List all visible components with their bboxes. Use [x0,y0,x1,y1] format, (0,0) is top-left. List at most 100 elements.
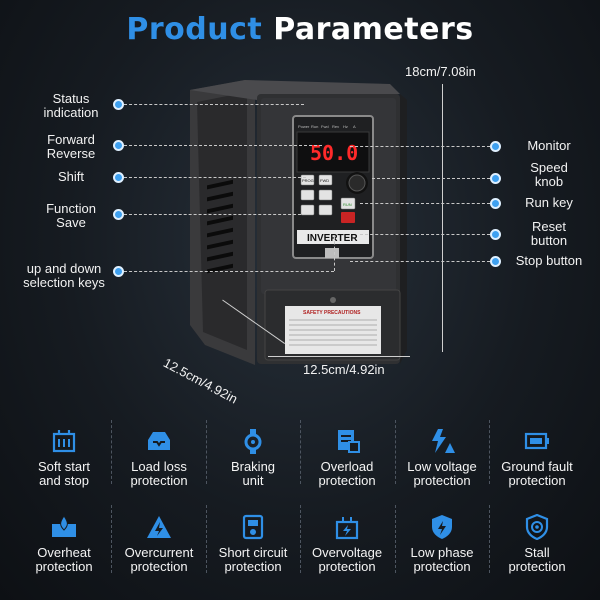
callout-dot [113,266,124,277]
label-line: up and down [26,261,102,276]
title-accent: Product [126,12,263,47]
ground-fault-icon [524,432,549,450]
feature-text: Overheat protection [17,546,111,574]
soft-start-icon [52,430,76,453]
callout-dot [490,198,501,209]
callout-leader [124,104,304,105]
feature-divider [395,420,396,484]
feature-divider [111,420,112,484]
label-line: knob [534,174,564,189]
callout-dot [113,172,124,183]
label-line: Monitor [527,138,571,153]
feature-divider [206,420,207,484]
feature-divider [206,505,207,573]
feature-line: protection [413,559,471,574]
label-line: Reset [532,219,566,234]
label-line: Shift [57,169,84,184]
feature-stall: Stall protection [490,514,584,574]
feature-text: Braking unit [206,460,300,488]
callout-leader [124,214,306,215]
svg-text:SAFETY PRECAUTIONS: SAFETY PRECAUTIONS [303,310,361,316]
stall-icon [525,514,549,540]
feature-line: protection [508,473,566,488]
feature-line: protection [413,473,471,488]
feature-line: Ground fault [501,459,573,474]
feature-line: Low phase [410,545,474,560]
feature-overload: Overload protection [300,428,394,488]
callout-leader [124,177,306,178]
label-line: Save [56,215,86,230]
label-shift: Shift [28,170,114,184]
svg-text:RUN: RUN [343,202,352,207]
feature-text: Short circuit protection [206,546,300,574]
feature-divider [111,505,112,573]
feature-line: protection [508,559,566,574]
label-up-down-keys: up and down selection keys [14,262,114,290]
label-line: Run key [525,195,573,210]
feature-low-phase: Low phase protection [395,514,489,574]
width-dimension: 12.5cm/4.92in [303,362,385,377]
feature-text: Overload protection [300,460,394,488]
page-title: Product Parameters [0,12,600,47]
svg-text:Hz: Hz [343,124,348,129]
feature-text: Low phase protection [395,546,489,574]
feature-line: protection [35,559,93,574]
callout-leader-vertical [334,236,335,271]
label-line: Reverse [46,146,96,161]
callout-leader [360,234,490,235]
feature-braking-unit: Braking unit [206,428,300,488]
feature-divider [395,505,396,573]
callout-leader [372,178,490,179]
label-reset-button: Reset button [512,220,586,248]
feature-text: Load loss protection [112,460,206,488]
callout-leader [360,203,490,204]
label-forward-reverse: Forward Reverse [28,133,114,161]
overvoltage-icon [335,517,359,540]
feature-line: protection [130,559,188,574]
feature-soft-start: Soft start and stop [17,428,111,488]
svg-text:PROG: PROG [302,178,314,183]
low-phase-icon [432,515,452,539]
feature-line: protection [224,559,282,574]
svg-text:Power: Power [298,124,310,129]
label-line: indication [43,105,99,120]
label-line: selection keys [23,275,105,290]
label-function-save: Function Save [28,202,114,230]
feature-load-loss: Load loss protection [112,428,206,488]
feature-ground-fault: Ground fault protection [490,428,584,488]
feature-line: protection [318,473,376,488]
callout-leader [124,271,334,272]
height-dimension: 18cm/7.08in [405,64,476,79]
callout-dot [490,256,501,267]
width-dimension-line [268,356,410,357]
feature-text: Stall protection [490,546,584,574]
svg-text:Run: Run [311,124,318,129]
label-status-indication: Status indication [28,92,114,120]
feature-overcurrent: Overcurrent protection [112,514,206,574]
feature-line: Load loss [131,459,187,474]
label-line: Speed [530,160,568,175]
label-line: Forward [47,132,95,147]
feature-line: unit [242,473,264,488]
braking-unit-icon [244,429,262,454]
feature-line: Low voltage [407,459,477,474]
svg-text:INVERTER: INVERTER [307,233,358,244]
feature-line: Stall [524,545,550,560]
callout-dot [113,99,124,110]
low-voltage-icon [432,429,455,453]
feature-overvoltage: Overvoltage protection [300,514,394,574]
height-dimension-line [442,84,443,352]
feature-text: Ground fault protection [490,460,584,488]
feature-text: Low voltage protection [395,460,489,488]
svg-text:FWD: FWD [320,178,329,183]
title-rest: Parameters [273,12,474,47]
feature-low-voltage: Low voltage protection [395,428,489,488]
feature-line: Overload [320,459,374,474]
label-line: Function [46,201,96,216]
feature-divider [489,420,490,484]
overcurrent-icon [147,516,171,538]
callout-dot [113,140,124,151]
feature-divider [489,505,490,573]
feature-line: Overvoltage [311,545,383,560]
callout-leader [350,146,490,147]
